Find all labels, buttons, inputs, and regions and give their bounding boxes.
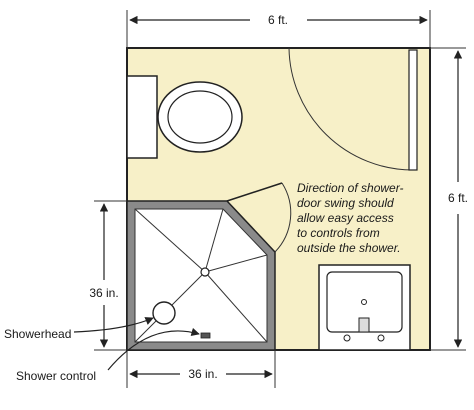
shower-height-label: 36 in. xyxy=(89,286,118,300)
note-line-2: door swing should xyxy=(297,196,394,210)
bathroom-door xyxy=(288,47,418,171)
right-dimension: 6 ft. xyxy=(430,47,468,351)
shower-height-dimension: 36 in. xyxy=(89,200,127,351)
note-line-3: allow easy access xyxy=(297,211,394,225)
note-line-5: outside the shower. xyxy=(297,241,401,255)
drain-icon xyxy=(200,267,210,277)
note-line-4: to controls from xyxy=(297,226,380,240)
height-label-right: 6 ft. xyxy=(448,191,468,205)
showerhead-icon xyxy=(152,301,176,325)
shower-width-label: 36 in. xyxy=(188,367,217,381)
shower-control-callout: Shower control xyxy=(16,327,200,383)
corner-shower xyxy=(126,200,276,351)
shower-door xyxy=(226,182,292,253)
width-label-top: 6 ft. xyxy=(268,13,288,27)
note-line-1: Direction of shower- xyxy=(297,181,404,195)
showerhead-label: Showerhead xyxy=(4,327,71,341)
top-dimension: 6 ft. xyxy=(126,10,431,48)
door-swing-note: Direction of shower- door swing should a… xyxy=(297,181,404,255)
shower-width-dimension: 36 in. xyxy=(126,350,276,388)
showerhead-callout: Showerhead xyxy=(4,317,154,341)
shower-control-label: Shower control xyxy=(16,369,96,383)
sink-vanity xyxy=(318,264,411,351)
toilet xyxy=(126,75,243,159)
shower-control-icon xyxy=(200,332,211,339)
